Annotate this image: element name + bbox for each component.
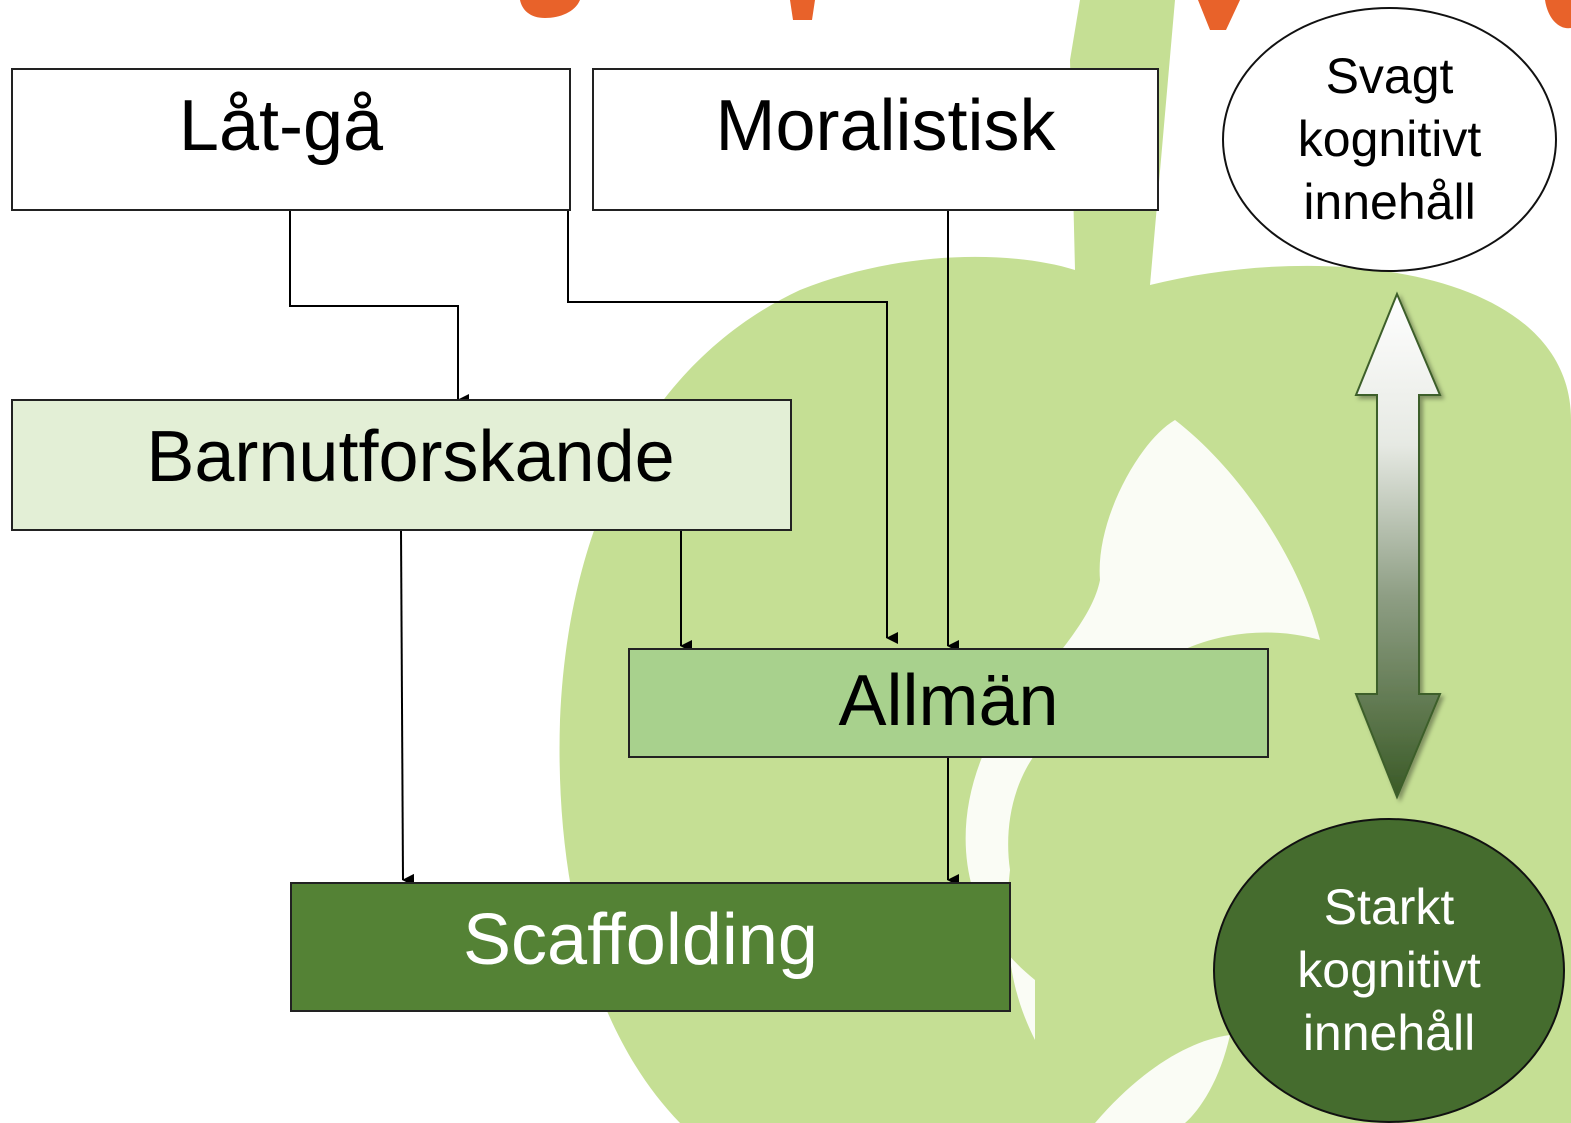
connector-latga-allman [567, 211, 898, 644]
scale-ellipse-strong: Starkt kognitivt innehåll [1213, 818, 1565, 1123]
title-fragment-right [1198, 0, 1240, 30]
connector-latga-barnutforskande [289, 211, 469, 406]
pear-highlight [965, 420, 1320, 1040]
style-box-barnutforskande: Barnutforskande [11, 399, 792, 531]
scale-label-strong: Starkt kognitivt innehåll [1297, 876, 1480, 1065]
scale-ellipse-weak: Svagt kognitivt innehåll [1222, 7, 1557, 272]
pear-highlight-lower [1095, 1035, 1230, 1123]
scale-weak-line-3: innehåll [1303, 174, 1476, 230]
style-label-lat-ga: Låt-gå [178, 85, 384, 166]
scale-strong-line-2: kognitivt [1297, 942, 1481, 998]
style-box-moralistisk: Moralistisk [592, 68, 1159, 211]
scale-weak-line-2: kognitivt [1297, 111, 1482, 167]
connector-barnutforskande-scaffolding [400, 530, 415, 886]
double-arrow-icon [1354, 291, 1442, 800]
scale-strong-line-1: Starkt [1323, 879, 1455, 935]
style-label-moralistisk: Moralistisk [715, 85, 1056, 166]
title-fragment-left [520, 0, 580, 18]
style-box-lat-ga: Låt-gå [11, 68, 571, 211]
style-label-barnutforskande: Barnutforskande [146, 417, 675, 497]
style-label-allman: Allmän [838, 661, 1059, 741]
scale-strong-line-3: innehåll [1302, 1005, 1476, 1061]
style-box-scaffolding: Scaffolding [290, 882, 1011, 1012]
style-box-allman: Allmän [628, 648, 1269, 758]
title-fragment-far-right [1545, 0, 1571, 29]
scale-weak-line-1: Svagt [1325, 48, 1454, 104]
scale-label-weak: Svagt kognitivt innehåll [1298, 45, 1481, 234]
style-label-scaffolding: Scaffolding [463, 900, 818, 980]
title-fragment-mid [790, 0, 815, 20]
